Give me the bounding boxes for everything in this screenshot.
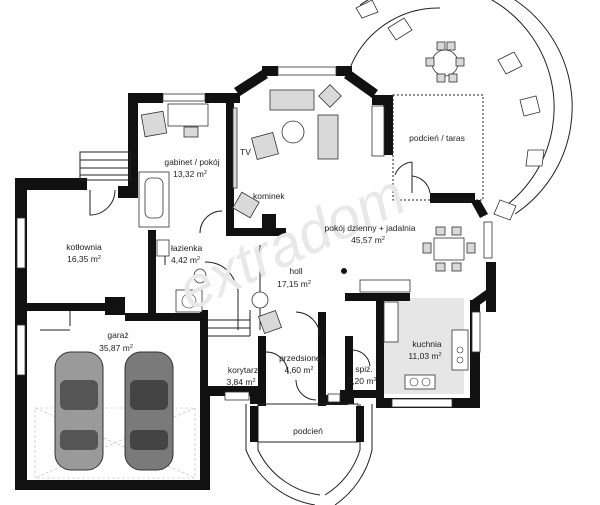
car-right [124,351,174,471]
tv-label: TV [240,147,251,157]
gabinet-furniture [138,103,209,228]
terrace-arcs [245,0,573,505]
kotlownia-area: 16,35 m2 [67,254,101,264]
holl-furniture [251,268,411,335]
kuchnia-name: kuchnia [412,339,442,349]
gabinet-area: 13,32 m2 [173,169,207,179]
entrance-column-left [250,406,258,442]
terrace-table [425,41,465,83]
kitchen-fixtures [383,301,469,390]
przedsionek-area: 4,60 m2 [284,365,313,375]
przedsionek-name: przedsionek [279,353,326,363]
podcien-wejscie-label: podcień [293,426,323,436]
lazienka-area: 4,42 m2 [171,255,200,265]
korytarz-name: korytarz [228,365,258,375]
windows [16,66,493,408]
pokoj-dzienny-name: pokój dzienny + jadalnia [325,223,416,233]
living-furniture [232,84,342,219]
doors [40,161,431,401]
car-left [54,351,104,471]
spizarnia-area: 2,20 m2 [347,376,376,386]
garaz-area: 35,87 m2 [99,343,133,353]
holl-area: 17,15 m2 [277,279,311,289]
terrace-segments [355,0,545,221]
bathroom-fixtures [156,239,207,313]
terrace-outline [392,94,484,201]
stairs [79,151,261,337]
holl-name: holl [289,266,302,276]
room-labels: gabinet / pokój 13,32 m2 TV kominek podc… [66,133,465,436]
walls [15,66,496,490]
entrance-column-right [356,406,364,442]
kotlownia-name: kotłownia [66,242,102,252]
lazienka-name: łazienka [171,243,202,253]
korytarz-area: 3,84 m2 [226,377,255,387]
garaz-name: garaż [107,330,128,340]
kuchnia-area: 11,03 m2 [408,351,441,361]
pokoj-dzienny-area: 45,57 m2 [351,235,385,245]
gabinet-name: gabinet / pokój [164,157,219,167]
spizarnia-name: spiż. [355,364,372,374]
kominek-label: kominek [253,191,285,201]
podcien-taras-label: podcień / taras [409,133,465,143]
dining-set [422,226,476,272]
